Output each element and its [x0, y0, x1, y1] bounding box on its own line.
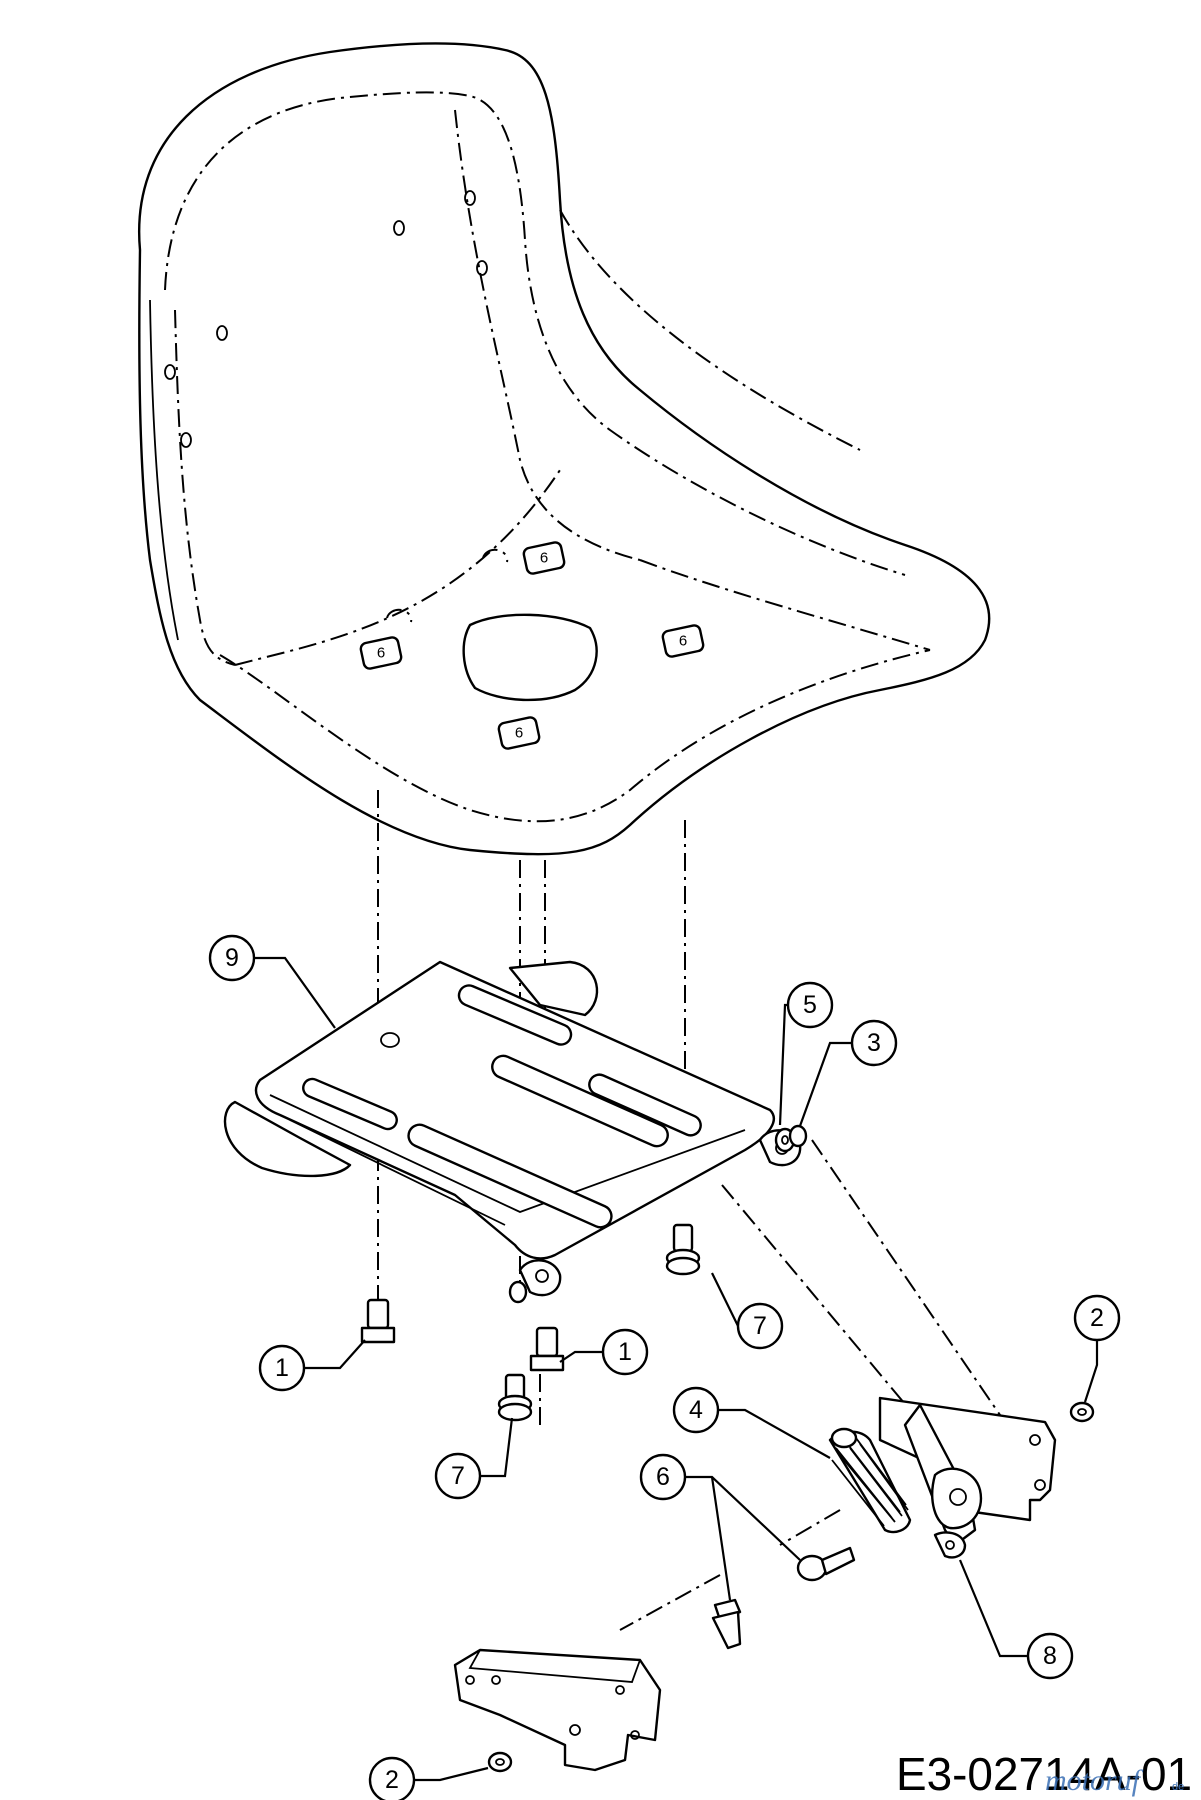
seat-boss-3: 6 — [661, 624, 705, 658]
callout-3: 3 — [850, 1019, 898, 1067]
seat-boss-2: 6 — [359, 636, 403, 670]
callout-1-left: 1 — [258, 1344, 306, 1392]
nut-3 — [788, 1124, 808, 1148]
svg-text:6: 6 — [540, 550, 548, 567]
svg-text:7: 7 — [753, 1312, 767, 1340]
callout-6: 6 — [639, 1453, 687, 1501]
svg-text:7: 7 — [451, 1462, 465, 1490]
bolt-1-left — [360, 1298, 396, 1344]
svg-text:3: 3 — [867, 1029, 881, 1057]
seat-mounting-plate — [223, 960, 802, 1297]
svg-text:6: 6 — [515, 725, 523, 742]
svg-text:4: 4 — [689, 1396, 703, 1424]
svg-text:6: 6 — [377, 645, 385, 662]
seat-boss-4: 6 — [497, 716, 541, 750]
bolt-6-hinge — [796, 1546, 856, 1582]
svg-text:5: 5 — [803, 991, 817, 1019]
svg-text:9: 9 — [225, 944, 239, 972]
callout-7-left: 7 — [434, 1452, 482, 1500]
nut-2-bottom — [487, 1751, 513, 1773]
callout-8: 8 — [1026, 1632, 1074, 1680]
svg-text:6: 6 — [656, 1463, 670, 1491]
bolt-1-right — [529, 1326, 565, 1372]
svg-text:2: 2 — [385, 1766, 399, 1794]
svg-text:1: 1 — [275, 1354, 289, 1382]
seat-boss-1: 6 — [522, 541, 566, 575]
diagram-code: E3-02714A-01 — [896, 1748, 1192, 1800]
svg-text:6: 6 — [679, 633, 687, 650]
spring-4 — [828, 1427, 912, 1534]
washer-left — [508, 1280, 528, 1304]
lower-bracket — [453, 1648, 662, 1772]
hinge-bracket — [878, 1396, 1057, 1559]
svg-text:8: 8 — [1043, 1642, 1057, 1670]
callout-7-right: 7 — [736, 1302, 784, 1350]
callout-2-bottom: 2 — [368, 1756, 416, 1800]
svg-text:1: 1 — [618, 1338, 632, 1366]
stud-7-left — [497, 1373, 533, 1422]
watermark-brand: motoruf — [1045, 1764, 1144, 1797]
callout-2-right: 2 — [1073, 1294, 1121, 1342]
svg-text:2: 2 — [1090, 1304, 1104, 1332]
stud-7-right — [665, 1223, 701, 1276]
watermark-suffix: de — [1172, 1781, 1184, 1793]
seat: 6 6 6 6 — [137, 42, 991, 856]
callout-5: 5 — [786, 981, 834, 1029]
callout-1-right: 1 — [601, 1328, 649, 1376]
nut-2-right — [1069, 1401, 1095, 1423]
leader-lines — [255, 956, 1099, 1782]
callout-9: 9 — [208, 934, 256, 982]
bolt-6-lower — [711, 1598, 742, 1650]
callout-4: 4 — [672, 1386, 720, 1434]
